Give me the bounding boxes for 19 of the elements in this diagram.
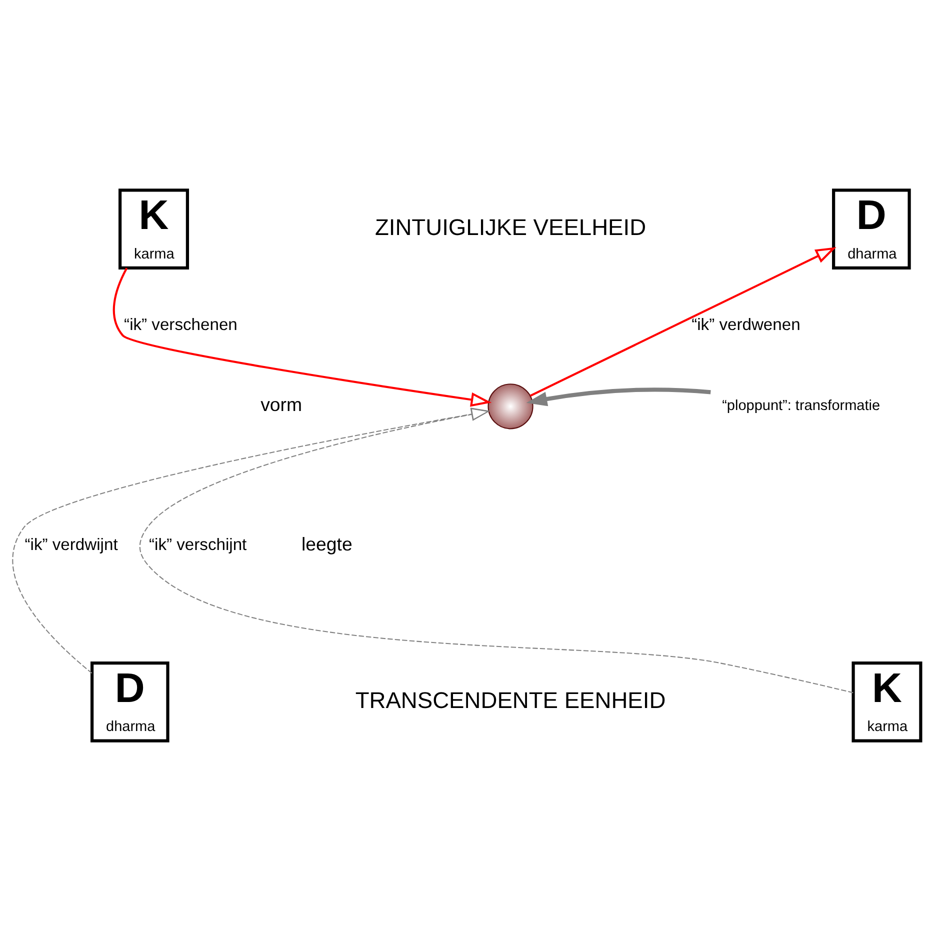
edge-label: “ik” verschenen [124, 314, 238, 334]
label: vorm [260, 393, 302, 414]
edge-label: “ik” verdwijnt [24, 534, 118, 554]
arrow [140, 407, 854, 693]
arrow [112, 267, 492, 406]
arrow [12, 407, 490, 674]
arrow [530, 246, 836, 396]
edge-label: “ik” verschijnt [149, 534, 247, 554]
arrow [526, 387, 711, 406]
node-box: K karma [118, 188, 190, 269]
node-text: “ploppunt”: transformatie [722, 398, 880, 414]
label: ZINTUIGLIJKE VEELHEID [374, 213, 646, 240]
node-box: K karma [852, 661, 922, 742]
node-box: D dharma [832, 188, 911, 269]
edge-label: “ik” verdwenen [692, 314, 800, 334]
node-box: D dharma [90, 661, 170, 742]
label: TRANSCENDENTE EENHEID [355, 686, 666, 712]
label: leegte [302, 532, 352, 554]
node-circle [488, 383, 534, 429]
